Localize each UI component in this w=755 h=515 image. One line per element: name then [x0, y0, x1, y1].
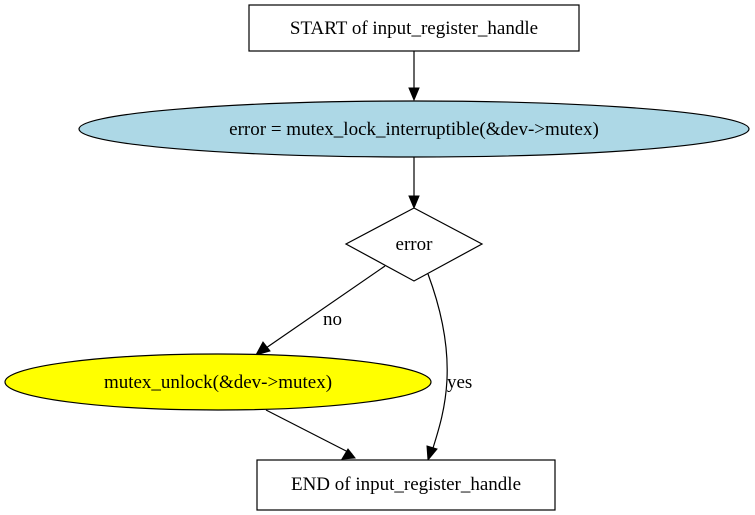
- decision-node[interactable]: error: [344, 207, 484, 282]
- end-node-box: [256, 459, 556, 511]
- edge-unlock-to-end: [265, 409, 356, 460]
- end-node-label: END of input_register_handle: [291, 474, 521, 495]
- start-node[interactable]: START of input_register_handle: [248, 4, 580, 52]
- end-node[interactable]: END of input_register_handle: [256, 459, 556, 511]
- lock-node[interactable]: error = mutex_lock_interruptible(&dev->m…: [78, 100, 750, 158]
- lock-node-label: error = mutex_lock_interruptible(&dev->m…: [229, 119, 599, 140]
- decision-node-label: error: [396, 234, 434, 255]
- arrowhead-decision-to-unlock: [254, 341, 271, 356]
- edge-label-no: no: [323, 309, 342, 330]
- start-node-box: [248, 4, 580, 52]
- arrowhead-lock-to-decision: [408, 195, 420, 210]
- edge-start-to-lock: [408, 51, 420, 102]
- arrowhead-decision-to-end: [426, 445, 438, 462]
- edge-label-yes: yes: [447, 372, 472, 393]
- decision-node-diamond: [344, 207, 484, 282]
- edge-decision-to-end: [426, 273, 448, 462]
- start-node-label: START of input_register_handle: [290, 18, 538, 39]
- unlock-node-label: mutex_unlock(&dev->mutex): [104, 372, 332, 393]
- arrowhead-unlock-to-end: [341, 448, 356, 460]
- arrowhead-start-to-lock: [408, 87, 420, 102]
- edge-decision-to-unlock: [254, 265, 386, 356]
- unlock-node[interactable]: mutex_unlock(&dev->mutex): [4, 353, 432, 411]
- edge-lock-to-decision: [408, 157, 420, 210]
- unlock-node-ellipse: [4, 353, 432, 411]
